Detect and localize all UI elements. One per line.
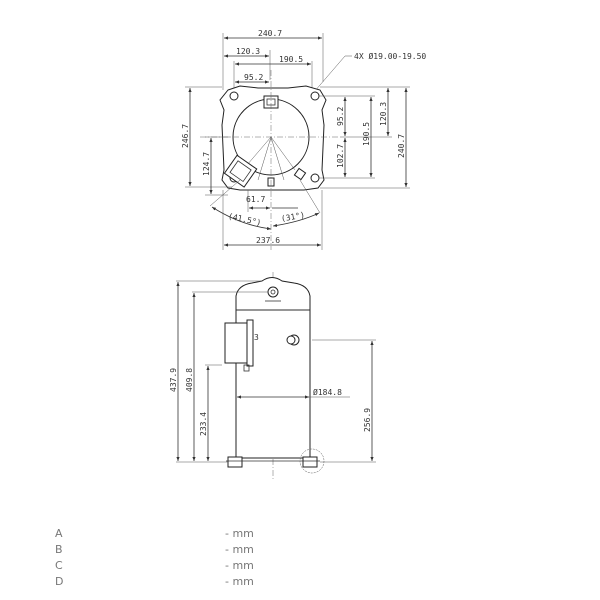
spec-label: D [55,575,64,588]
dim-437-9: 437.9 [169,368,178,392]
dim-120-3-right: 120.3 [379,102,388,126]
spec-value: - mm [225,543,254,556]
dim-190-5-top: 190.5 [279,55,303,64]
hole-callout: 4X Ø19.00-19.50 [354,51,426,61]
dim-95-2-right: 95.2 [336,107,345,126]
dim-angle-31: (31°) [280,210,305,223]
dim-61-7: 61.7 [246,195,265,204]
dim-233-4: 233.4 [199,412,208,436]
spec-label: B [55,543,63,556]
spec-table: A - mm B - mm C - mm D - mm [55,526,315,590]
dim-240-7-right: 240.7 [397,134,406,158]
dim-246-7: 246.7 [181,124,190,148]
spec-label: C [55,559,63,572]
spec-value: - mm [225,527,254,540]
dim-102-7: 102.7 [336,144,345,168]
spec-row-a: A - mm [55,526,315,542]
compressor-dimension-drawing: 240.7 120.3 190.5 95.2 4X Ø19.00-19.50 [169,29,426,480]
spec-row-b: B - mm [55,542,315,558]
spec-row-c: C - mm [55,558,315,574]
spec-value: - mm [225,559,254,572]
dim-angle-41-5: (41.5°) [227,212,262,228]
spec-value: - mm [225,575,254,588]
dim-190-5-right: 190.5 [362,122,371,146]
dim-95-2-top: 95.2 [244,73,263,82]
dim-diameter-184-8: Ø184.8 [313,387,342,397]
dim-120-3-top: 120.3 [236,47,260,56]
spec-row-d: D - mm [55,574,315,590]
top-view: 240.7 120.3 190.5 95.2 4X Ø19.00-19.50 [181,29,426,250]
label-3: 3 [254,333,259,342]
dim-124-7: 124.7 [202,152,211,176]
dim-256-9: 256.9 [363,408,372,432]
spec-label: A [55,527,63,540]
dim-237-6: 237.6 [256,236,280,245]
dim-240-7-top: 240.7 [258,29,282,38]
side-view: 3 437.9 409.8 233.4 Ø184.8 256.9 [169,272,376,480]
dim-409-8: 409.8 [185,368,194,392]
